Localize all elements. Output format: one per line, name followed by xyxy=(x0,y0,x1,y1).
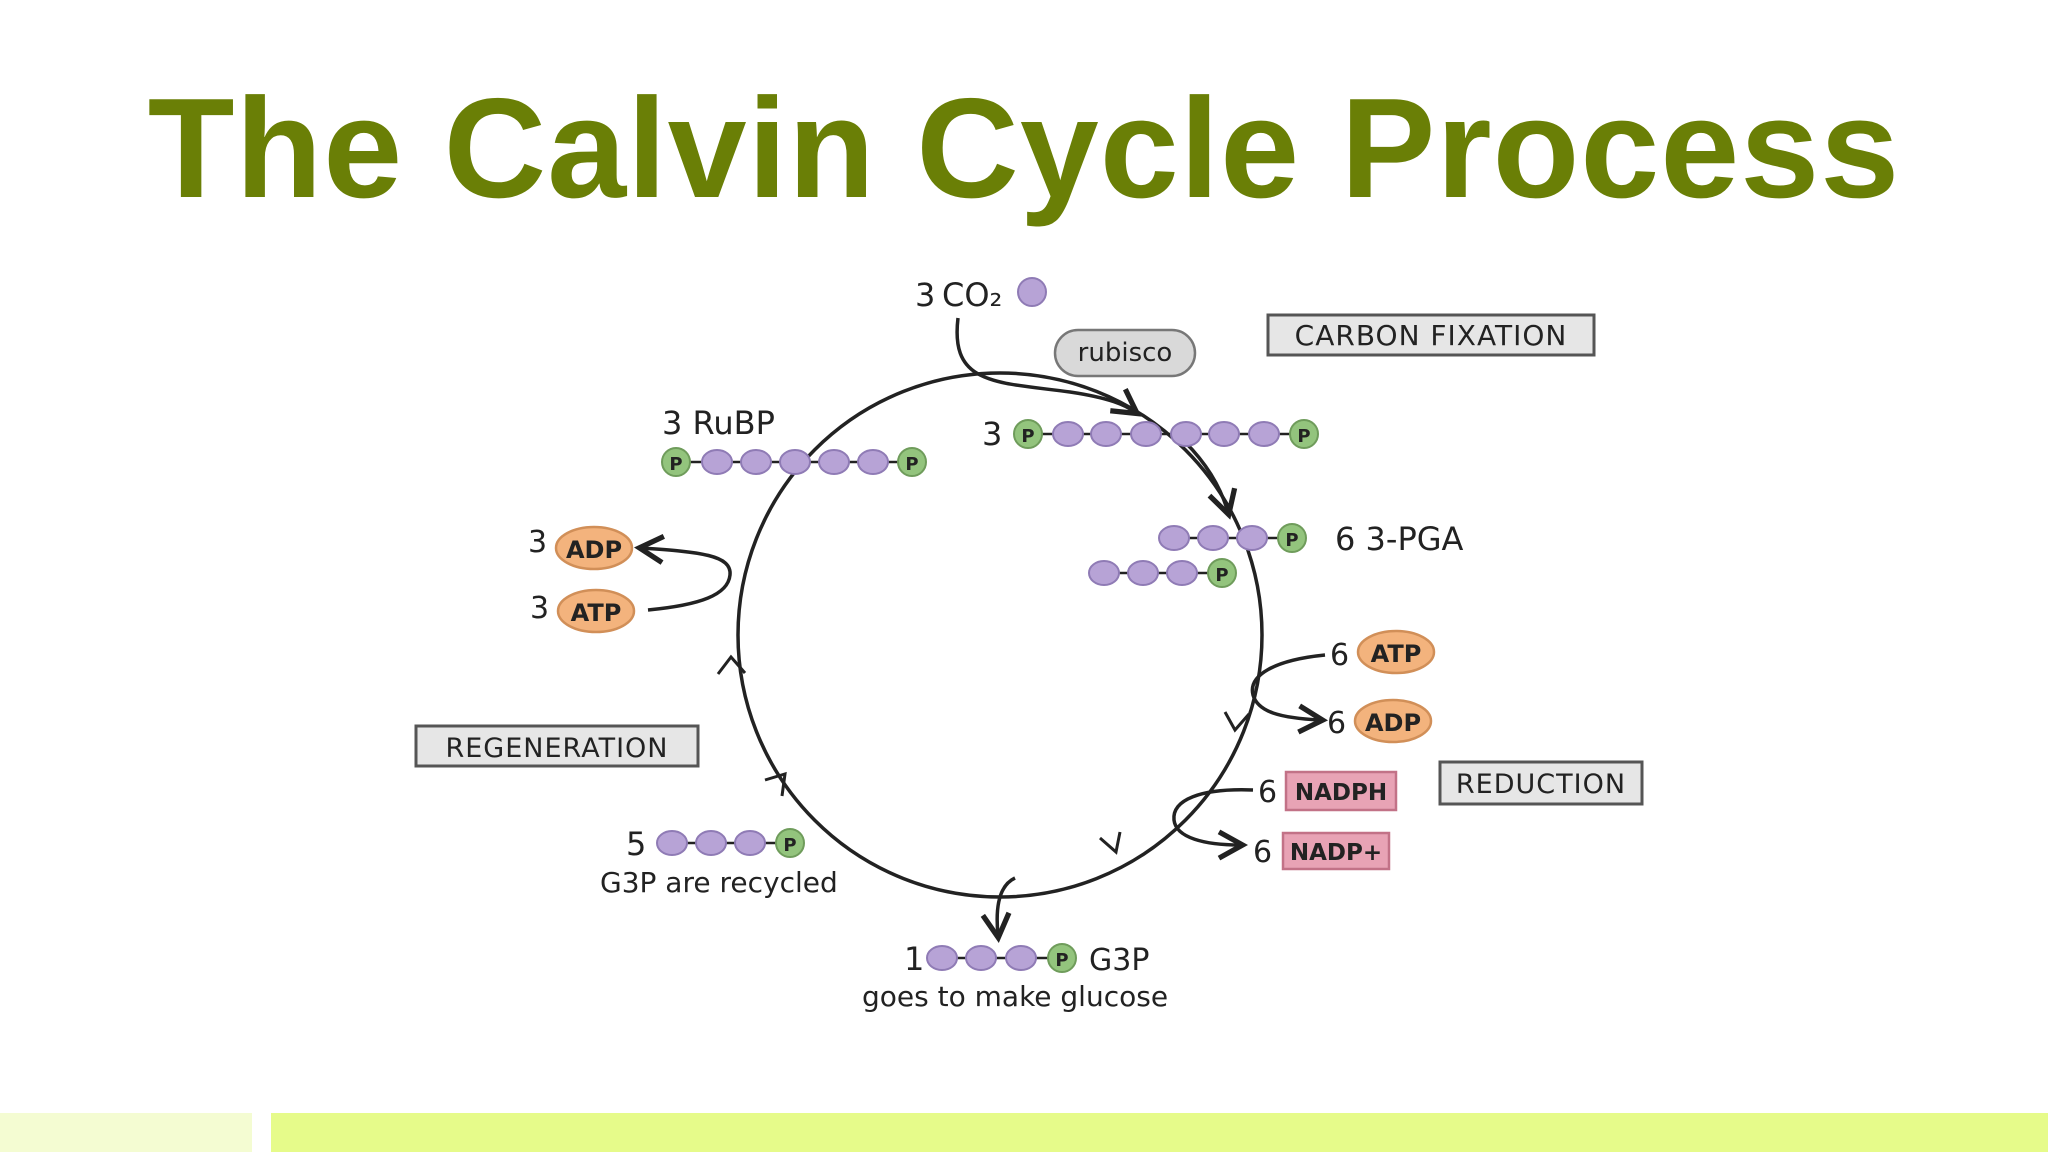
rubp-label: 3 RuBP xyxy=(662,404,775,442)
svg-text:goes to make glucose: goes to make glucose xyxy=(862,980,1168,1013)
stage-regeneration: REGENERATION xyxy=(414,724,700,768)
svg-text:CO₂: CO₂ xyxy=(942,276,1002,314)
svg-text:NADP+: NADP+ xyxy=(1290,840,1382,866)
svg-text:6: 6 xyxy=(1253,835,1272,870)
svg-text:P: P xyxy=(1021,426,1034,447)
svg-text:ATP: ATP xyxy=(1371,640,1422,668)
cycle-arrow-right xyxy=(1223,711,1251,733)
svg-text:P: P xyxy=(669,454,682,475)
g3p-recycled: 5 P G3P are recycled xyxy=(600,825,838,899)
svg-text:G3P are recycled: G3P are recycled xyxy=(600,866,838,899)
reduction-nadp: 6 NADP+ xyxy=(1253,831,1391,871)
svg-text:P: P xyxy=(1297,426,1310,447)
svg-text:6: 6 xyxy=(1327,706,1346,741)
svg-text:3: 3 xyxy=(915,276,935,314)
svg-text:ADP: ADP xyxy=(566,536,622,564)
svg-text:3: 3 xyxy=(528,525,547,560)
svg-text:rubisco: rubisco xyxy=(1078,338,1173,368)
svg-text:1: 1 xyxy=(904,940,924,978)
reduction-adp: 6 ADP xyxy=(1327,698,1433,744)
pga-molecule-top: P xyxy=(1158,523,1307,553)
svg-text:5: 5 xyxy=(626,825,646,863)
rubp-molecule: P P xyxy=(661,447,927,477)
reduction-atp: 6 ATP xyxy=(1330,629,1436,675)
regeneration-adp: 3 ADP xyxy=(528,525,634,571)
cycle-arrow-left xyxy=(716,654,747,675)
reduction-atp-arrow xyxy=(1250,653,1325,720)
g3p-output: 1 P G3P goes to make glucose xyxy=(862,940,1168,1013)
cycle-arrow-bottomleft xyxy=(764,771,787,797)
svg-text:REGENERATION: REGENERATION xyxy=(445,733,668,764)
svg-text:P: P xyxy=(905,454,918,475)
svg-text:NADPH: NADPH xyxy=(1295,780,1387,806)
svg-text:G3P: G3P xyxy=(1089,943,1149,978)
pga-molecule-bottom: P xyxy=(1088,558,1237,588)
footer-bar-right xyxy=(271,1113,2048,1152)
svg-text:REDUCTION: REDUCTION xyxy=(1456,769,1626,800)
svg-text:P: P xyxy=(783,835,796,856)
page-title: The Calvin Cycle Process xyxy=(147,69,1901,228)
reduction-nadph: 6 NADPH xyxy=(1258,770,1398,812)
cycle-arrow-bottom xyxy=(1099,831,1122,855)
svg-text:P: P xyxy=(1215,565,1228,586)
pga-label: 6 3-PGA xyxy=(1335,520,1464,558)
six-carbon-count: 3 xyxy=(982,415,1002,453)
footer-bar-left xyxy=(0,1113,252,1152)
regeneration-atp: 3 ATP xyxy=(530,588,636,634)
six-carbon-molecule: P P xyxy=(1013,419,1319,449)
stage-carbon-fixation: CARBON FIXATION xyxy=(1266,313,1596,357)
svg-text:ADP: ADP xyxy=(1365,709,1421,737)
co2-entry-arrow xyxy=(955,317,1135,412)
svg-text:6: 6 xyxy=(1330,638,1349,673)
svg-text:CARBON FIXATION: CARBON FIXATION xyxy=(1295,319,1568,352)
svg-text:ATP: ATP xyxy=(571,599,622,627)
rubisco-enzyme: rubisco xyxy=(1053,328,1197,378)
svg-text:6: 6 xyxy=(1258,775,1277,810)
svg-text:3: 3 xyxy=(530,591,549,626)
svg-text:P: P xyxy=(1055,950,1068,971)
reduction-nadph-arrow xyxy=(1172,788,1254,845)
pga-arrow xyxy=(1183,440,1228,512)
stage-reduction: REDUCTION xyxy=(1438,760,1644,806)
co2-input: 3 CO₂ xyxy=(915,276,1047,314)
svg-text:P: P xyxy=(1285,530,1298,551)
regeneration-atp-arrow xyxy=(642,548,732,612)
g3p-output-arrow xyxy=(997,876,1016,935)
